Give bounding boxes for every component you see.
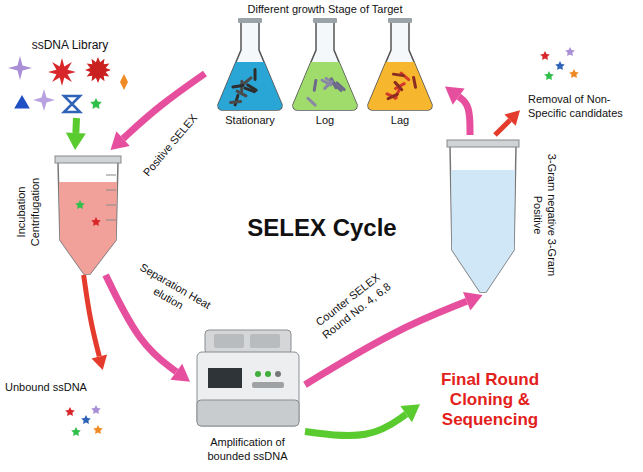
incubation-tube: Incubation Centrifugation [8, 150, 130, 275]
arrow-head [504, 110, 520, 126]
bacterium [248, 85, 257, 90]
ssdna-shape [8, 56, 32, 80]
step-label: Counter SELEX Round No. 4, 6,8 [304, 263, 400, 347]
ssdna-shape [14, 95, 30, 109]
bacterium [243, 78, 251, 84]
bacterium [325, 81, 332, 88]
flask-lag [368, 18, 432, 110]
ssdna-dot [65, 407, 75, 416]
flask-stationary [218, 18, 282, 110]
bacterium [314, 80, 316, 90]
bacterium [254, 69, 257, 79]
bacterium [414, 77, 416, 87]
culture-flask: Log [290, 22, 360, 128]
cycle-arrow [445, 87, 470, 136]
arrow-head [110, 131, 129, 150]
node-label: Amplification of bounded ssDNA [190, 435, 305, 463]
library-group: ssDNA Library [5, 38, 135, 118]
arrow-shaft [84, 275, 100, 356]
arrow-head [463, 292, 482, 311]
arrow-shaft [495, 120, 510, 135]
culture-flask: Lag [365, 22, 435, 128]
ssdna-dot [565, 47, 575, 56]
ssdna-shape [48, 58, 76, 86]
pcr-machine [197, 330, 299, 426]
cycle-arrow [305, 404, 420, 435]
node-label: Lag [365, 113, 435, 127]
node-label: ssDNA Library [5, 38, 135, 52]
ssdna-shape [120, 74, 128, 90]
ssdna-dot [71, 427, 81, 436]
ssdna-shape [85, 57, 111, 83]
ssdna-dot [555, 61, 565, 70]
diagram-title: SELEX Cycle [247, 214, 396, 242]
bacteria [67, 69, 506, 244]
bacterium [395, 82, 402, 89]
bacterium [237, 91, 246, 96]
removal-group: Removal of Non-Specific candidates [520, 40, 638, 130]
arrow-head [92, 354, 108, 370]
step-label: Positive SELEX [132, 102, 207, 188]
counter-tube [447, 140, 519, 292]
ssdna-dot [544, 71, 554, 80]
ssdna-dots [65, 47, 579, 436]
bacterium [233, 86, 243, 87]
pcr-step: Amplification of bounded ssDNA [190, 325, 305, 467]
bacterium [393, 74, 403, 75]
ssdna-dot [91, 217, 101, 226]
bacterium [334, 84, 341, 91]
arrow-shaft [305, 414, 406, 435]
ssdna-dot [93, 425, 103, 434]
arrow-head [170, 364, 190, 382]
node-label: Unbound ssDNA [5, 380, 105, 394]
counter-tube: 3-Gram negative 3-Gram Positive [445, 135, 570, 295]
unbound-group: Unbound ssDNA [5, 370, 120, 450]
final-step: Final Round Cloning & Sequencing [420, 368, 560, 434]
step-label: Separation Heat elution [130, 260, 213, 324]
ssdna-shapes [8, 56, 128, 112]
arrow-shaft [72, 118, 80, 133]
bacterium [231, 100, 241, 104]
ssdna-dot [540, 51, 550, 60]
arrow-shaft [459, 97, 470, 135]
node-label: Different growth Stage of Target [205, 2, 445, 16]
node-label: Final Round Cloning & Sequencing [420, 370, 560, 430]
target-stage-group: Different growth Stage of TargetStationa… [205, 2, 445, 132]
node-label: Removal of Non-Specific candidates [528, 92, 638, 120]
node-label: Incubation Centrifugation [14, 157, 42, 267]
cycle-arrow [66, 118, 86, 150]
arrow-head [445, 87, 465, 105]
ssdna-shape [33, 89, 55, 111]
flask-log [293, 18, 357, 110]
arrow-head [66, 133, 86, 150]
ssdna-dot [75, 200, 85, 209]
ssdna-dot [91, 405, 101, 414]
incubation-tube [55, 156, 121, 274]
culture-flask: Stationary [215, 22, 285, 128]
bacterium [388, 94, 397, 98]
arrow-head [400, 404, 420, 422]
ssdna-dot [569, 69, 579, 78]
node-label: 3-Gram negative 3-Gram Positive [531, 145, 559, 285]
bacterium [308, 98, 315, 105]
ssdna-shape [90, 98, 101, 109]
ssdna-shape [64, 96, 80, 112]
cycle-arrow [495, 110, 520, 135]
node-label: Log [290, 113, 360, 127]
ssdna-dot [81, 415, 91, 424]
node-label: Stationary [215, 113, 285, 127]
cycle-arrow [84, 275, 107, 370]
